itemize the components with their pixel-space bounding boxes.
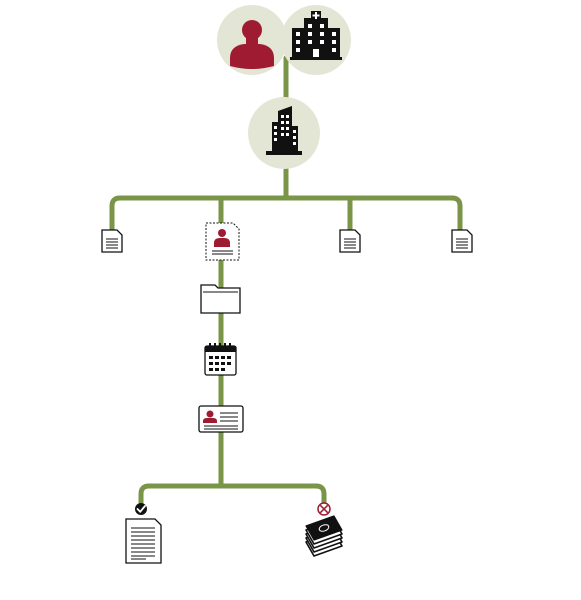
banknote-stack-icon: [305, 515, 343, 557]
hospital-icon: [290, 11, 342, 60]
document-icon: [339, 229, 361, 253]
office-building-icon: [266, 106, 302, 155]
check-badge-icon: [135, 503, 147, 515]
connector-branch-bar: [109, 195, 463, 233]
reject-badge-icon: [317, 502, 331, 516]
id-card-icon: [198, 405, 244, 433]
document-icon: [451, 229, 473, 253]
connector-split: [138, 483, 327, 507]
profile-document-icon: [205, 222, 240, 261]
rejected-money-icon: [305, 502, 343, 557]
document-icon: [101, 229, 123, 253]
calendar-icon: [204, 343, 237, 376]
folder-icon: [200, 284, 241, 314]
person-icon: [230, 20, 274, 69]
approved-document-icon: [125, 503, 162, 564]
